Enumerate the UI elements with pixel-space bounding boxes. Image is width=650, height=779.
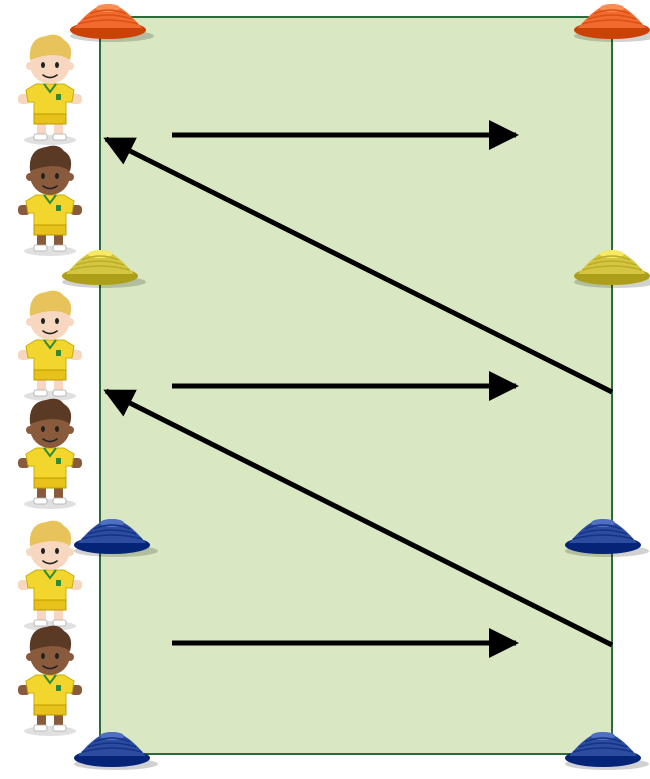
cone-middle-right-icon [574, 250, 650, 288]
cone-bottom-right-icon [565, 732, 649, 770]
cone-top-left-icon [70, 4, 154, 42]
return-arrow-2 [103, 388, 614, 648]
cone-bottom-left-icon [74, 732, 158, 770]
return-arrow-1 [103, 136, 614, 395]
cone-top-right-icon [574, 4, 650, 42]
cone-lower-right-icon [565, 519, 649, 557]
player-3-icon [18, 290, 82, 401]
player-1-icon [18, 34, 82, 145]
player-2-icon [18, 145, 82, 256]
cone-lower-left-icon [74, 519, 158, 557]
player-5-icon [18, 520, 82, 631]
cone-middle-left-icon [62, 250, 146, 288]
player-6-icon [18, 625, 82, 736]
player-4-icon [18, 398, 82, 509]
